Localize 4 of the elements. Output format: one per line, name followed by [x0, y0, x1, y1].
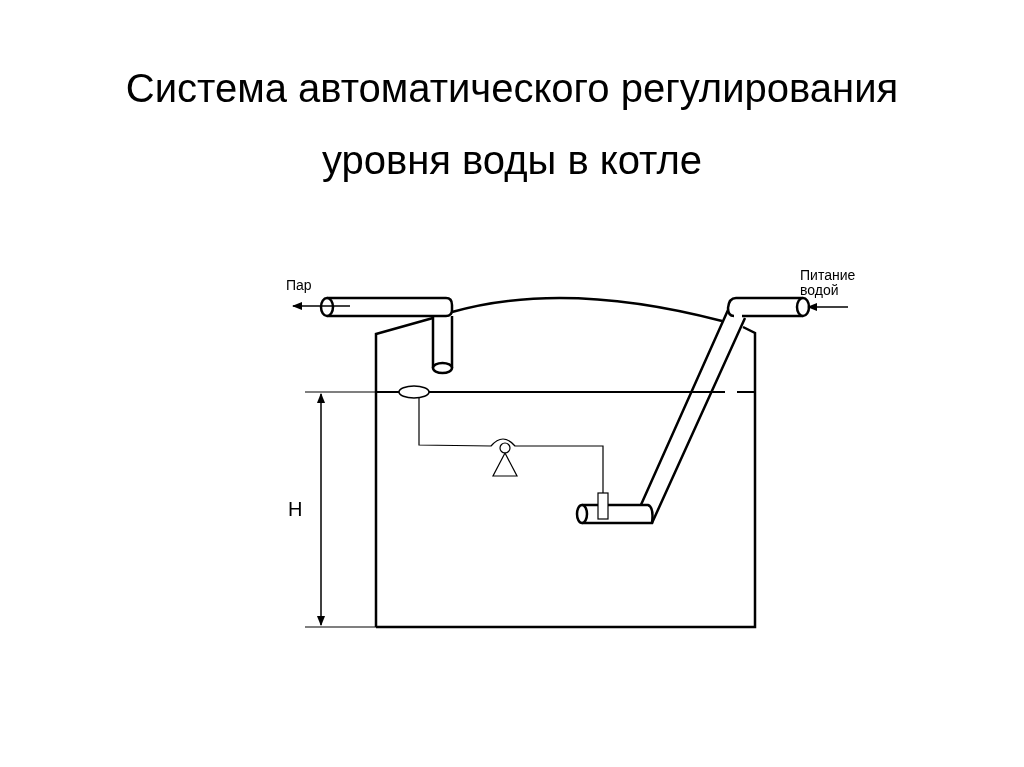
flow-label: Питание водой — [800, 268, 857, 299]
flow-label: Пар — [286, 278, 312, 294]
title: Система автоматического регулирования уровня воды в котле — [124, 65, 900, 184]
dimension-label: H — [288, 498, 303, 520]
